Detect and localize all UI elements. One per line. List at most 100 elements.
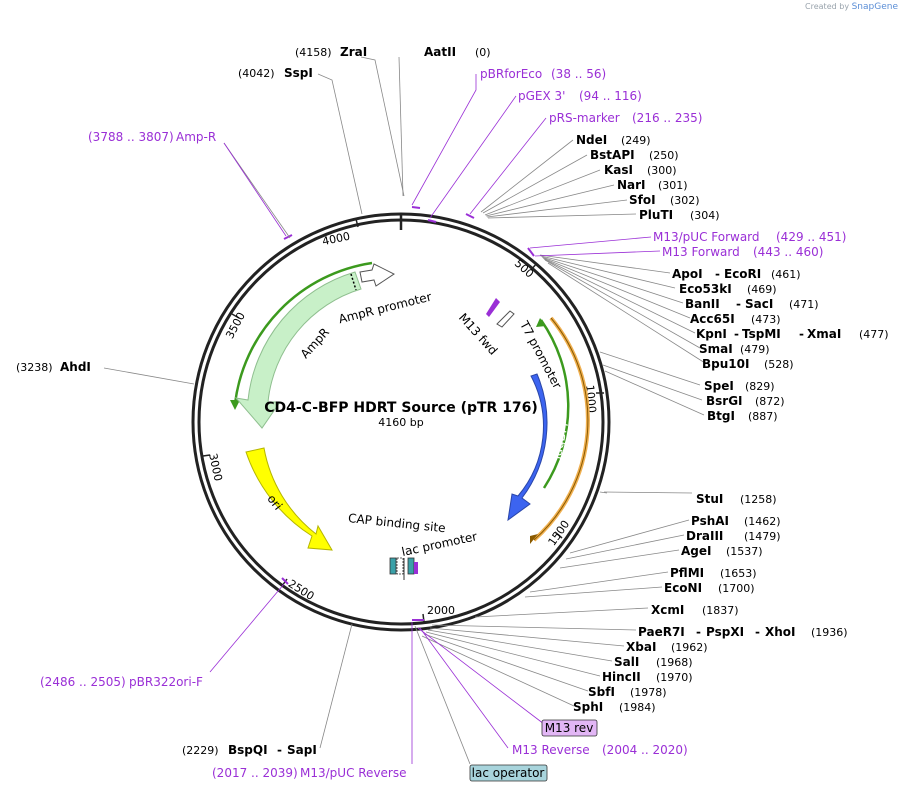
m13-rev-box[interactable]	[541, 719, 598, 737]
ampr-promoter-arrow[interactable]	[359, 263, 395, 287]
site-bstapi[interactable]: BstAPI	[590, 148, 635, 162]
tagbfp-orf-arrowhead	[536, 318, 546, 327]
m13-rev-primer-mark[interactable]	[414, 562, 418, 574]
primer-prs-marker[interactable]: pRS-marker	[549, 111, 620, 125]
prs-marker-mark	[465, 213, 475, 219]
ampr-orf-arc	[233, 261, 373, 405]
lac-operator-box-label-bg[interactable]	[469, 764, 548, 782]
site-ecori[interactable]: EcoRI	[724, 267, 761, 281]
lac-promoter[interactable]	[396, 557, 404, 575]
site-pos-hincii: (1970)	[656, 671, 693, 684]
t7-promoter-arrow[interactable]	[496, 310, 515, 328]
site-pflmi[interactable]: PflMI	[670, 566, 704, 580]
cap-binding-label: CAP binding site	[347, 511, 446, 535]
site-ecori-sep: -	[715, 267, 720, 281]
site-sspi[interactable]: SspI	[284, 66, 313, 80]
site-xmai[interactable]: XmaI	[807, 327, 841, 341]
site-pos-sphi: (1984)	[619, 701, 656, 714]
site-pos-bstapi: (250)	[649, 149, 679, 162]
tick-label-2000: 2000	[427, 604, 455, 617]
ampr-orf-arrowhead	[230, 400, 240, 410]
site-paer7i[interactable]: PaeR7I	[638, 625, 685, 639]
site-pos-bspqi: (2229)	[182, 744, 219, 757]
ampr-dash	[350, 273, 357, 291]
site-acc65i[interactable]: Acc65I	[690, 312, 735, 326]
site-bsrgi[interactable]: BsrGI	[706, 394, 743, 408]
ampr-feature[interactable]	[234, 271, 362, 429]
site-pos-apoi: (461)	[771, 268, 801, 281]
primer-m13puc-reverse[interactable]: M13/pUC Reverse	[300, 766, 407, 780]
site-saci[interactable]: SacI	[745, 297, 773, 311]
tick-3000	[202, 454, 211, 457]
site-sfoi[interactable]: SfoI	[629, 193, 656, 207]
site-eco53ki[interactable]: Eco53kI	[679, 282, 732, 296]
site-draiii[interactable]: DraIII	[686, 529, 723, 543]
primer-amp-r[interactable]: Amp-R	[176, 130, 216, 144]
site-sali[interactable]: SalI	[614, 655, 639, 669]
site-sbfi[interactable]: SbfI	[588, 685, 615, 699]
m13-fwd-primer[interactable]	[486, 298, 500, 317]
primer-labels: pBRforEco (38 .. 56) pGEX 3' (94 .. 116)…	[40, 67, 846, 780]
primer-pgex[interactable]: pGEX 3'	[518, 89, 565, 103]
ori-feature[interactable]	[245, 447, 333, 551]
site-xhoi[interactable]: XhoI	[765, 625, 796, 639]
site-aatii[interactable]: AatII	[424, 45, 456, 59]
site-sapi[interactable]: SapI	[287, 743, 317, 757]
site-kpni[interactable]: KpnI	[696, 327, 727, 341]
site-xmai-sep: -	[799, 327, 804, 341]
lac-operator-box[interactable]	[407, 557, 415, 575]
site-pshai[interactable]: PshAI	[691, 514, 729, 528]
snapgene-credit: Created by SnapGene	[805, 2, 898, 12]
site-bpu10i[interactable]: Bpu10I	[702, 357, 749, 371]
site-tspmi[interactable]: TspMI	[742, 327, 781, 341]
primer-m13-reverse-range: (2004 .. 2020)	[602, 743, 688, 757]
tagbfp-feature[interactable]	[507, 373, 548, 522]
primer-pbrforeco[interactable]: pBRforEco	[480, 67, 542, 81]
site-pos-eco53ki: (469)	[747, 283, 777, 296]
site-labels-right: NdeI (249) BstAPI (250) KasI (300) NarI …	[182, 133, 889, 757]
site-ahdi[interactable]: AhdI	[60, 360, 91, 374]
tick-4000	[355, 218, 359, 228]
primer-m13puc-forward[interactable]: M13/pUC Forward	[653, 230, 760, 244]
site-btgi[interactable]: BtgI	[707, 409, 735, 423]
site-spei[interactable]: SpeI	[704, 379, 734, 393]
site-kasi[interactable]: KasI	[604, 163, 633, 177]
site-xcmi[interactable]: XcmI	[651, 603, 684, 617]
site-stui[interactable]: StuI	[696, 492, 723, 506]
site-econi[interactable]: EcoNI	[664, 581, 702, 595]
site-pluti[interactable]: PluTI	[639, 208, 673, 222]
site-nari[interactable]: NarI	[617, 178, 646, 192]
cap-binding-site[interactable]	[389, 557, 397, 575]
primer-m13-forward[interactable]: M13 Forward	[662, 245, 740, 259]
primer-leader-lines	[209, 74, 661, 764]
plasmid-name: CD4-C-BFP HDRT Source (pTR 176)	[264, 400, 538, 416]
tick-label-3500: 3500	[223, 310, 248, 341]
site-banii[interactable]: BanII	[685, 297, 720, 311]
site-pos-draiii: (1479)	[744, 530, 781, 543]
site-apoi[interactable]: ApoI	[672, 267, 703, 281]
site-bspqi[interactable]: BspQI	[228, 743, 268, 757]
primer-pbr322ori[interactable]: pBR322ori-F	[129, 675, 203, 689]
hdr-template-arrowhead	[530, 534, 538, 544]
site-pos-acc65i: (473)	[751, 313, 781, 326]
site-agei[interactable]: AgeI	[681, 544, 711, 558]
site-pos-pflmi: (1653)	[720, 567, 757, 580]
primer-m13-forward-range: (443 .. 460)	[753, 245, 823, 259]
lac-operator-label: lac operator	[472, 766, 545, 780]
tick-label-3000: 3000	[206, 452, 225, 482]
site-pos-agei: (1537)	[726, 545, 763, 558]
primer-pbr322ori-range: (2486 .. 2505)	[40, 675, 126, 689]
tagbfp-orf-arc	[539, 319, 570, 489]
site-ndei[interactable]: NdeI	[576, 133, 607, 147]
site-zrai[interactable]: ZraI	[340, 45, 367, 59]
site-hincii[interactable]: HincII	[602, 670, 641, 684]
amp-r-mark	[283, 234, 293, 240]
primer-m13-reverse[interactable]: M13 Reverse	[512, 743, 590, 757]
site-smai[interactable]: SmaI	[699, 342, 733, 356]
site-labels-left: (4158) ZraI AatII (0) (4042) SspI (3238)…	[16, 45, 491, 374]
site-pos-paer7i: (1936)	[811, 626, 848, 639]
site-sphi[interactable]: SphI	[573, 700, 603, 714]
m13puc-fwd-mark	[527, 247, 535, 257]
site-pspxi[interactable]: PspXI	[706, 625, 744, 639]
site-xbai[interactable]: XbaI	[626, 640, 656, 654]
